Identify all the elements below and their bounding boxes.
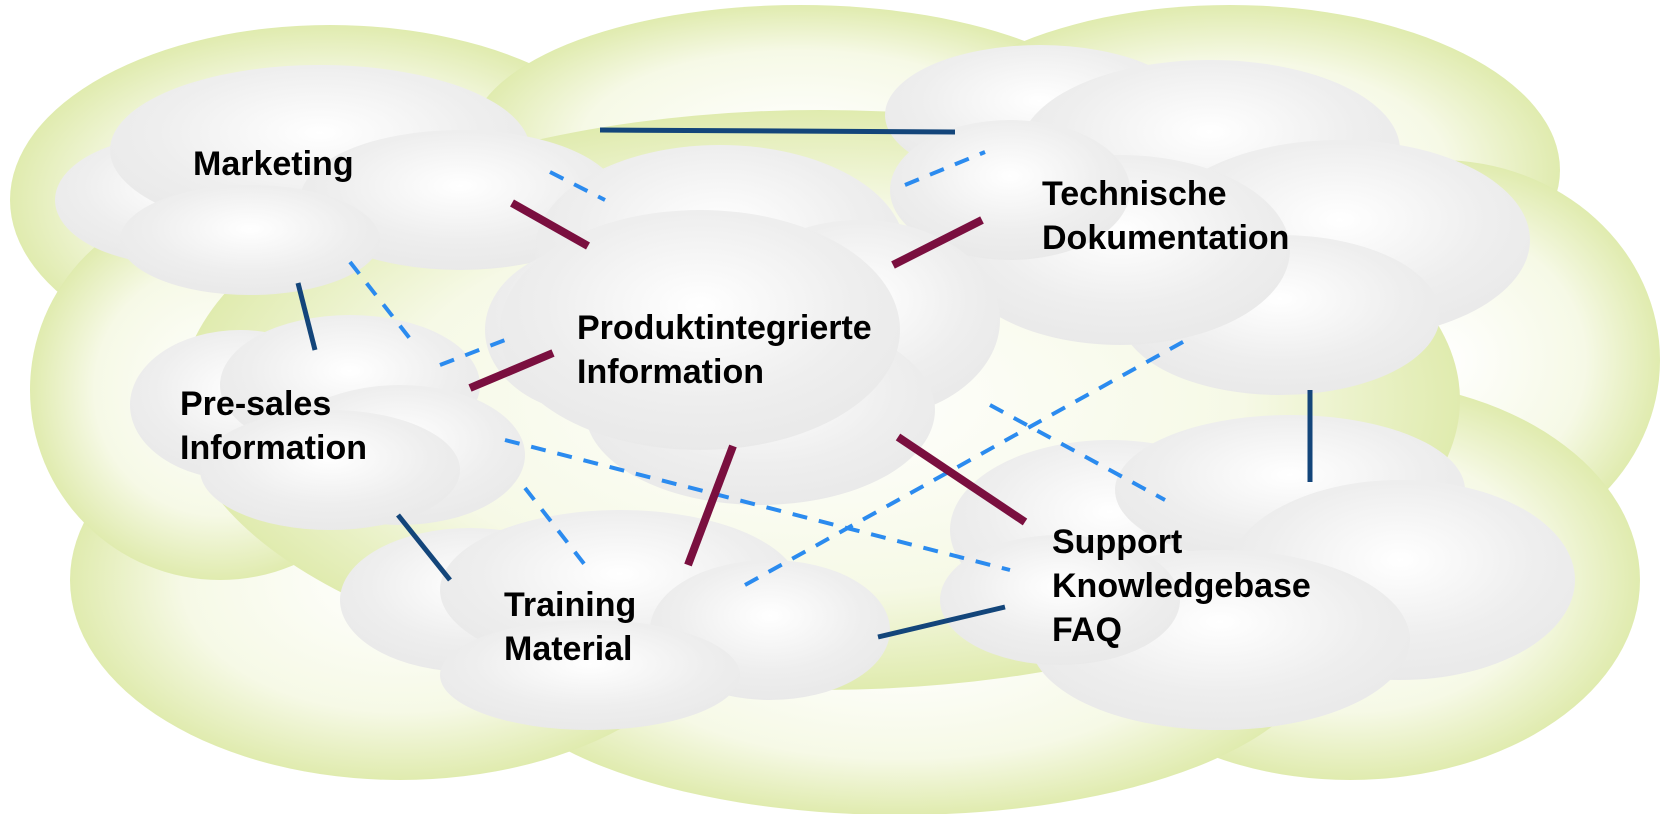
strong-link	[891, 216, 984, 269]
label-line: Technische	[1042, 175, 1227, 213]
dashed-link	[989, 403, 1166, 502]
solid-links	[295, 127, 1313, 640]
label-line: Produktintegrierte	[577, 309, 872, 347]
strong-links	[468, 199, 1028, 567]
cloud-presales	[130, 315, 525, 530]
cloud-produktintegrierte	[485, 145, 1000, 505]
dashed-link	[523, 486, 587, 567]
dashed-links	[348, 150, 1191, 587]
dashed-link	[904, 150, 986, 187]
label-line: Pre-sales	[180, 385, 332, 423]
label-line: Support	[1052, 523, 1183, 561]
label-produktintegrierte-information: Produktintegrierte Information	[577, 306, 872, 394]
label-marketing: Marketing	[193, 142, 354, 186]
label-support-knowledgebase-faq: Support Knowledgebase FAQ	[1052, 520, 1311, 652]
strong-link	[684, 444, 737, 567]
cloud-technische-dokumentation	[885, 45, 1530, 395]
label-line: Information	[577, 353, 764, 391]
label-line: FAQ	[1052, 611, 1122, 649]
label-line: Marketing	[193, 145, 354, 183]
label-line: Information	[180, 429, 367, 467]
cloud-support	[940, 415, 1575, 730]
label-technische-dokumentation: Technische Dokumentation	[1042, 172, 1289, 260]
solid-link	[877, 604, 1006, 640]
solid-link	[295, 282, 318, 351]
dashed-link	[549, 170, 606, 202]
strong-link	[510, 199, 590, 250]
solid-link	[599, 127, 956, 135]
label-line: Material	[504, 630, 633, 668]
dashed-link	[348, 260, 417, 347]
label-line: Knowledgebase	[1052, 567, 1311, 605]
cloud-training	[340, 510, 890, 730]
dashed-link	[439, 338, 506, 367]
label-line: Training	[504, 586, 637, 624]
label-presales-information: Pre-sales Information	[180, 382, 367, 470]
solid-link	[396, 513, 452, 582]
dashed-link	[504, 438, 1011, 572]
strong-link	[468, 349, 555, 392]
label-line: Dokumentation	[1042, 219, 1290, 257]
cloud-marketing	[55, 65, 620, 295]
strong-link	[895, 433, 1028, 526]
label-training-material: Training Material	[504, 583, 636, 671]
dashed-link	[744, 336, 1191, 587]
